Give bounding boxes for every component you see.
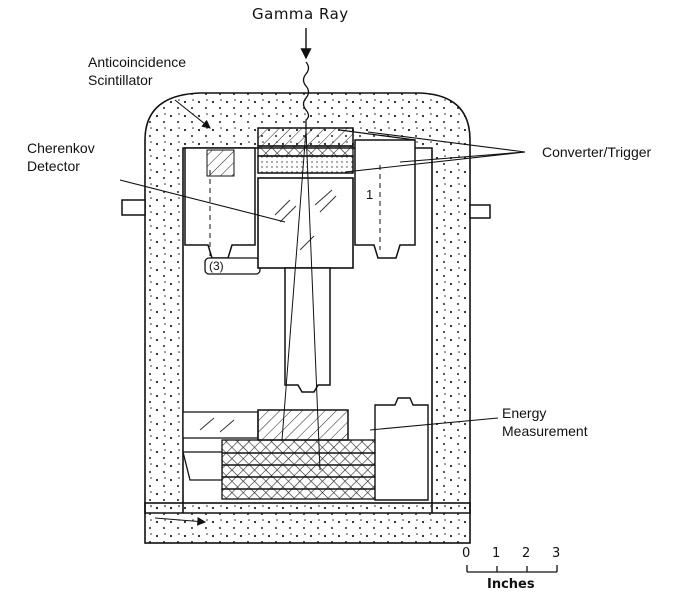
energy-label-line2: Measurement bbox=[502, 423, 588, 439]
base-arrow bbox=[154, 516, 207, 526]
cherenkov-glass-marks bbox=[274, 189, 337, 251]
left-phototube-window bbox=[206, 149, 235, 177]
cherenkov-leader bbox=[119, 179, 286, 223]
calorimeter-layer-2 bbox=[221, 452, 383, 466]
phototube-1-marker: 1 bbox=[366, 187, 374, 202]
phototube-3-marker: (3) bbox=[209, 259, 224, 273]
scale-tick-1: 1 bbox=[492, 546, 501, 561]
energy-leader bbox=[369, 417, 499, 431]
calorimeter-lower-left bbox=[182, 451, 223, 481]
anticoincidence-label-line1: Anticoincidence bbox=[88, 54, 187, 70]
calorimeter-layer-5 bbox=[221, 488, 383, 500]
scale-bar bbox=[466, 565, 558, 573]
converter-middle bbox=[257, 145, 354, 157]
right-flange bbox=[469, 204, 491, 219]
converter-leader-bottom bbox=[344, 151, 526, 173]
scale-unit-label: Inches bbox=[487, 577, 535, 592]
converter-leader-mid bbox=[399, 151, 526, 163]
left-flange bbox=[121, 199, 146, 216]
base-plate bbox=[144, 502, 471, 544]
scale-tick-2: 2 bbox=[522, 546, 531, 561]
gamma-ray-wave bbox=[302, 61, 310, 130]
calorimeter-top-block bbox=[257, 409, 349, 441]
right-phototube bbox=[354, 139, 416, 259]
track-left bbox=[281, 129, 307, 441]
anticoincidence-label-line2: Scintillator bbox=[88, 72, 153, 88]
central-phototube bbox=[284, 267, 331, 393]
cherenkov-radiator bbox=[257, 177, 354, 269]
converter-leader-top bbox=[367, 131, 526, 153]
calorimeter-layer-4 bbox=[221, 476, 383, 490]
cherenkov-label-line2: Detector bbox=[27, 158, 80, 174]
calorimeter-upper-left bbox=[182, 411, 259, 439]
calorimeter-layer-3 bbox=[221, 464, 383, 478]
converter-trigger-label: Converter/Trigger bbox=[542, 144, 652, 160]
calorimeter-layer-1 bbox=[221, 439, 383, 454]
energy-label-line1: Energy bbox=[502, 405, 547, 421]
converter-light-guide bbox=[339, 129, 416, 141]
calorimeter-phototube bbox=[374, 397, 429, 501]
scale-tick-0: 0 bbox=[462, 546, 471, 561]
anticoincidence-leader bbox=[174, 99, 211, 129]
cherenkov-label-line1: Cherenkov bbox=[27, 140, 95, 156]
trigger-scintillator bbox=[257, 155, 354, 174]
gamma-ray-title: Gamma Ray bbox=[252, 5, 349, 23]
scale-tick-3: 3 bbox=[552, 546, 561, 561]
